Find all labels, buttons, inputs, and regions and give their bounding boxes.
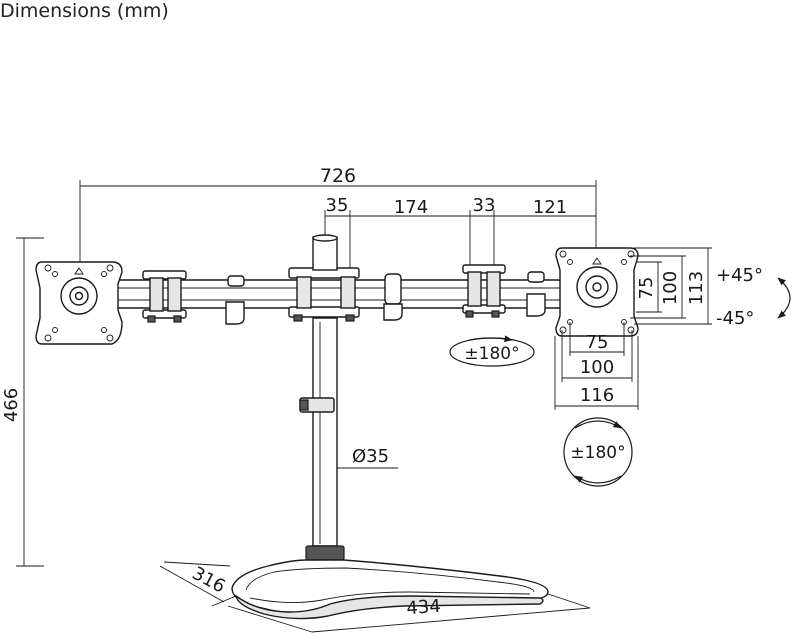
tilt-indicator: +45° -45° [716,265,791,329]
pole-diameter-label: Ø35 [352,446,389,467]
center-clamp [288,267,360,322]
pole: Ø35 [299,234,398,561]
vesa-113-h-label: 113 [686,271,707,305]
span-right-label: 121 [533,197,567,218]
top-dimensions: 726 35 174 33 121 [79,165,597,270]
left-vesa-plate [35,261,123,345]
span-center-label: 174 [394,197,428,218]
plate-vertical-dimensions: 75 100 113 [630,247,712,325]
plate-horizontal-dimensions: 75 100 116 [554,322,639,410]
vesa-100-w-label: 100 [580,357,614,378]
left-clamp [142,270,187,323]
arm-swivel-indicator: ±180° [449,335,535,367]
clamp-width-label: 35 [326,195,349,216]
right-vesa-plate [555,247,639,337]
arm-swivel-label: ±180° [464,344,519,364]
vesa-75-w-label: 75 [586,332,609,353]
vesa-75-h-label: 75 [636,277,657,300]
height-label: 466 [1,388,22,422]
cable-clips [225,271,546,325]
plate-116-w-label: 116 [580,385,614,406]
page-title: Dimensions (mm) [0,0,169,22]
height-dimension: 466 [1,237,44,567]
tilt-up-label: +45° [716,265,763,286]
plate-rotation-indicator: ±180° [563,417,633,487]
overall-width-label: 726 [320,165,356,187]
plate-rotation-label: ±180° [570,443,625,463]
base-width-label: 434 [406,596,442,619]
base [231,559,549,620]
clamp-right-label: 33 [473,195,496,216]
tilt-down-label: -45° [716,308,754,329]
vesa-100-h-label: 100 [660,271,681,305]
base-depth-label: 316 [188,563,228,598]
right-clamp [462,264,506,318]
